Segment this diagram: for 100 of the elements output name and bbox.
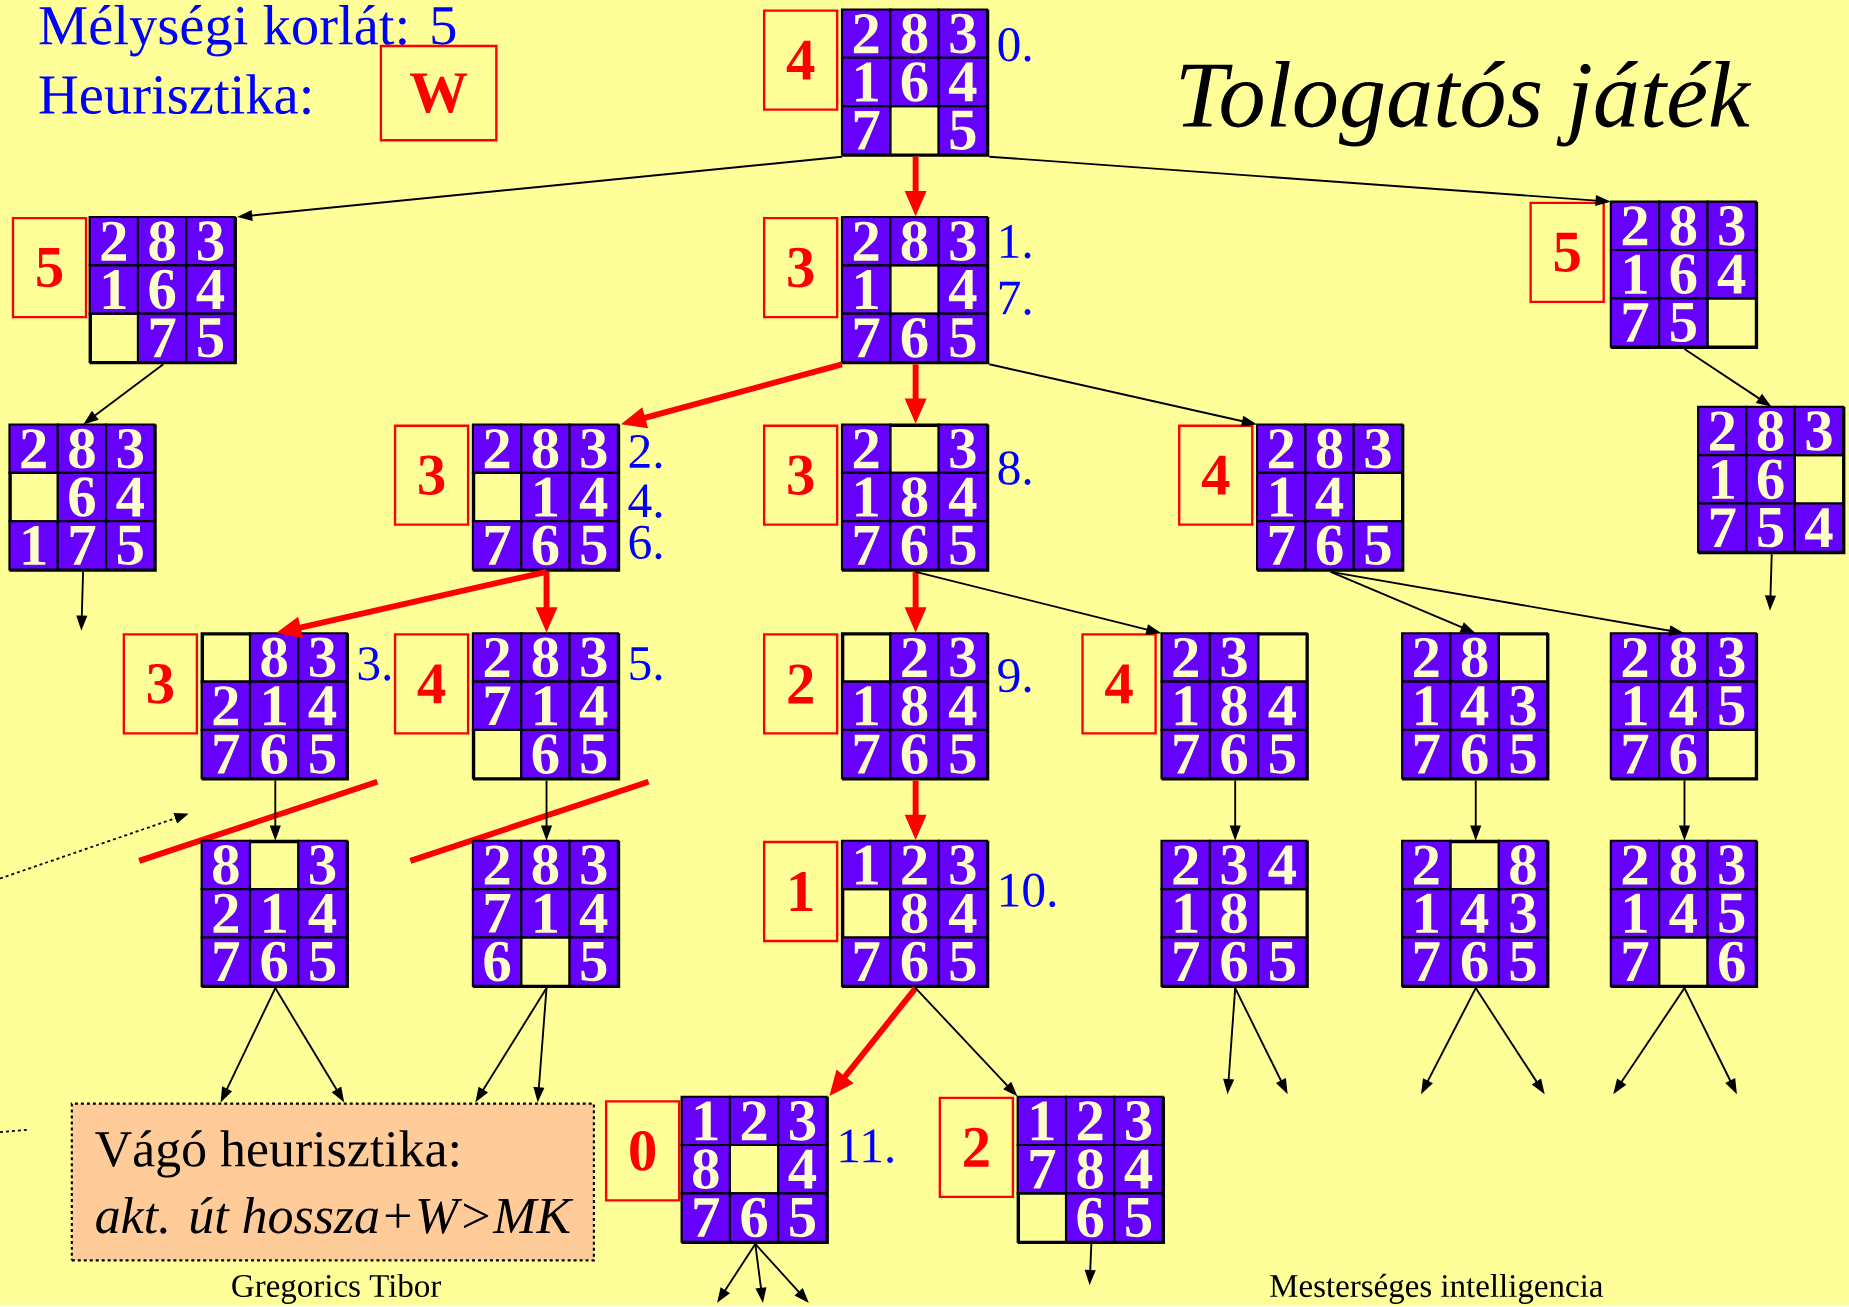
number-tile: 5 bbox=[1497, 729, 1549, 780]
number-tile: 2 bbox=[88, 216, 139, 267]
number-tile: 3 bbox=[568, 423, 619, 475]
number-tile: 1 bbox=[248, 680, 300, 732]
number-tile: 8 bbox=[1658, 200, 1709, 252]
number-tile: 4 bbox=[1449, 888, 1500, 939]
cost-box: 4 bbox=[1081, 633, 1157, 735]
number-tile: 4 bbox=[297, 888, 348, 939]
number-tile: 3 bbox=[1113, 1095, 1164, 1147]
cost-box: 3 bbox=[393, 424, 470, 527]
number-tile: 7 bbox=[1697, 502, 1748, 554]
number-tile: 4 bbox=[937, 472, 989, 523]
number-tile: 6 bbox=[1658, 729, 1709, 780]
number-tile: 3 bbox=[937, 423, 989, 475]
number-tile: 5 bbox=[1658, 297, 1709, 348]
number-tile: 2 bbox=[200, 888, 252, 939]
number-tile: 2 bbox=[200, 680, 252, 732]
cost-box: 5 bbox=[1529, 201, 1605, 304]
number-tile: 5 bbox=[568, 729, 619, 780]
number-tile: 8 bbox=[520, 632, 571, 683]
step-number: 4. bbox=[628, 484, 662, 518]
heuristic-label: Heurisztika: bbox=[39, 74, 310, 115]
number-tile: 5 bbox=[1706, 680, 1757, 732]
cost-box: 0 bbox=[604, 1100, 681, 1202]
cost-box: 4 bbox=[1178, 424, 1254, 527]
number-tile: 8 bbox=[1497, 839, 1549, 891]
number-tile: 4 bbox=[1257, 839, 1308, 891]
number-tile: 5 bbox=[297, 729, 348, 780]
number-tile: 7 bbox=[1401, 936, 1452, 988]
number-tile: 6 bbox=[889, 936, 940, 988]
number-tile: 6 bbox=[1658, 249, 1709, 300]
number-tile: 3 bbox=[1793, 406, 1845, 457]
step-number: 9. bbox=[998, 659, 1031, 693]
number-tile: 7 bbox=[840, 729, 892, 780]
step-number: 6. bbox=[629, 525, 662, 560]
number-tile: 4 bbox=[1113, 1144, 1164, 1195]
number-tile: 2 bbox=[1160, 632, 1211, 683]
number-tile: 4 bbox=[937, 56, 989, 108]
number-tile: 1 bbox=[1609, 680, 1661, 732]
number-tile: 5 bbox=[1745, 502, 1796, 554]
number-tile: 8 bbox=[248, 632, 300, 683]
number-tile: 8 bbox=[889, 8, 940, 60]
number-tile: 5 bbox=[1257, 936, 1308, 988]
number-tile: 5 bbox=[297, 936, 348, 988]
number-tile: 3 bbox=[1497, 680, 1549, 732]
number-tile: 5 bbox=[105, 520, 156, 571]
number-tile: 7 bbox=[1160, 729, 1211, 780]
number-tile: 3 bbox=[297, 839, 348, 891]
cost-box: 4 bbox=[393, 633, 470, 735]
heuristic-box: W bbox=[379, 45, 498, 142]
number-tile: 7 bbox=[1256, 520, 1307, 571]
number-tile: 4 bbox=[937, 680, 989, 732]
number-tile: 1 bbox=[840, 264, 892, 315]
number-tile: 2 bbox=[471, 632, 523, 683]
number-tile: 2 bbox=[1256, 423, 1307, 475]
number-tile: 1 bbox=[1016, 1095, 1068, 1147]
cost-box: 3 bbox=[122, 633, 199, 735]
number-tile: 8 bbox=[520, 423, 571, 475]
number-tile: 4 bbox=[937, 264, 989, 315]
number-tile: 2 bbox=[840, 8, 892, 60]
number-tile: 4 bbox=[1304, 472, 1355, 523]
number-tile: 1 bbox=[1160, 680, 1211, 732]
number-tile: 2 bbox=[8, 423, 59, 475]
number-tile: 7 bbox=[471, 520, 523, 571]
number-tile: 6 bbox=[1208, 729, 1260, 780]
number-tile: 2 bbox=[1609, 839, 1661, 891]
number-tile: 4 bbox=[568, 888, 619, 939]
number-tile: 8 bbox=[1304, 423, 1355, 475]
number-tile: 6 bbox=[520, 729, 571, 780]
number-tile: 3 bbox=[1208, 632, 1260, 683]
number-tile: 4 bbox=[297, 680, 348, 732]
number-tile: 4 bbox=[568, 680, 619, 732]
number-tile: 3 bbox=[185, 216, 236, 267]
number-tile: 6 bbox=[56, 472, 108, 523]
step-number: 3. bbox=[358, 647, 391, 681]
cost-box: 5 bbox=[11, 217, 88, 319]
number-tile: 7 bbox=[471, 888, 523, 939]
number-tile: 3 bbox=[1497, 888, 1549, 939]
number-tile: 6 bbox=[136, 264, 188, 315]
number-tile: 7 bbox=[1160, 936, 1211, 988]
number-tile: 1 bbox=[248, 888, 300, 939]
number-tile: 8 bbox=[1449, 632, 1500, 683]
number-tile: 2 bbox=[1697, 406, 1748, 457]
number-tile: 7 bbox=[840, 105, 892, 156]
number-tile: 3 bbox=[297, 632, 348, 683]
number-tile: 5 bbox=[937, 729, 989, 780]
number-tile: 8 bbox=[680, 1144, 731, 1195]
number-tile: 1 bbox=[1609, 888, 1661, 939]
number-tile: 3 bbox=[777, 1095, 828, 1147]
number-tile: 1 bbox=[1609, 249, 1661, 300]
number-tile: 3 bbox=[937, 216, 989, 267]
number-tile: 5 bbox=[1257, 729, 1308, 780]
number-tile: 2 bbox=[1609, 632, 1661, 683]
number-tile: 1 bbox=[1401, 680, 1452, 732]
number-tile: 6 bbox=[471, 936, 523, 988]
number-tile: 8 bbox=[1658, 839, 1709, 891]
number-tile: 4 bbox=[185, 264, 236, 315]
number-tile: 1 bbox=[840, 680, 892, 732]
number-tile: 3 bbox=[1706, 200, 1757, 252]
number-tile: 7 bbox=[680, 1192, 731, 1243]
